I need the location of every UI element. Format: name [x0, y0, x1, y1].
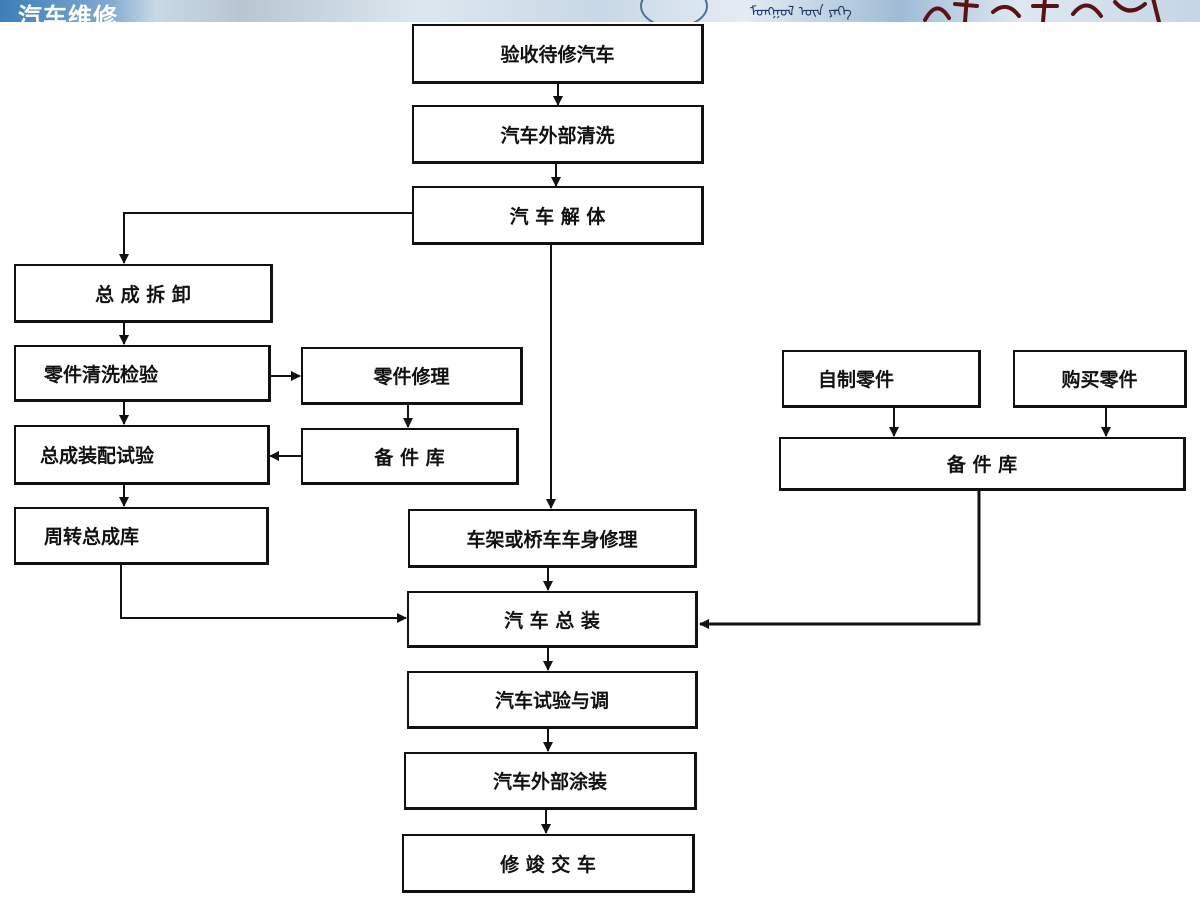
step-test-adjust: 汽车试验与调 [407, 671, 698, 729]
university-seal [640, 0, 708, 22]
step-purchased-parts: 购买零件 [1013, 350, 1187, 408]
step-spare-stock-left: 备 件 库 [301, 428, 519, 485]
step-disassemble: 汽 车 解 体 [412, 186, 704, 245]
calligraphy-logo [923, 0, 1161, 22]
header-title: 汽车维修 [18, 3, 118, 22]
step-delivery: 修 竣 交 车 [402, 834, 695, 893]
step-parts-repair: 零件修理 [301, 347, 523, 405]
step-receive: 验收待修汽车 [412, 24, 704, 84]
step-assembly-removal: 总 成 拆 卸 [14, 264, 273, 323]
step-assembly-test: 总成装配试验 [14, 425, 270, 485]
mongolian-script-logo: ᠮᠣᠩᠭᠣᠯ ᠦᠨ ᠶᠡᠬᠡ [750, 4, 852, 20]
arrow-disassemble-to-assembly-removal [119, 212, 412, 264]
step-turnover-stock: 周转总成库 [14, 507, 269, 565]
step-painting: 汽车外部涂装 [404, 752, 697, 810]
arrow-spare-stock-to-final-assembly [699, 491, 981, 629]
header-banner: 汽车维修 ᠮᠣᠩᠭᠣᠯ ᠦᠨ ᠶᠡᠬᠡ [0, 0, 1200, 22]
step-self-made-parts: 自制零件 [782, 350, 981, 408]
step-wash: 汽车外部清洗 [412, 105, 704, 164]
arrow-turnover-to-final-assembly [120, 565, 407, 623]
step-frame-repair: 车架或桥车车身修理 [408, 509, 697, 568]
step-parts-cleaning: 零件清洗检验 [14, 345, 271, 402]
step-spare-stock-right: 备 件 库 [779, 437, 1186, 491]
step-final-assembly: 汽 车 总 装 [407, 591, 698, 648]
